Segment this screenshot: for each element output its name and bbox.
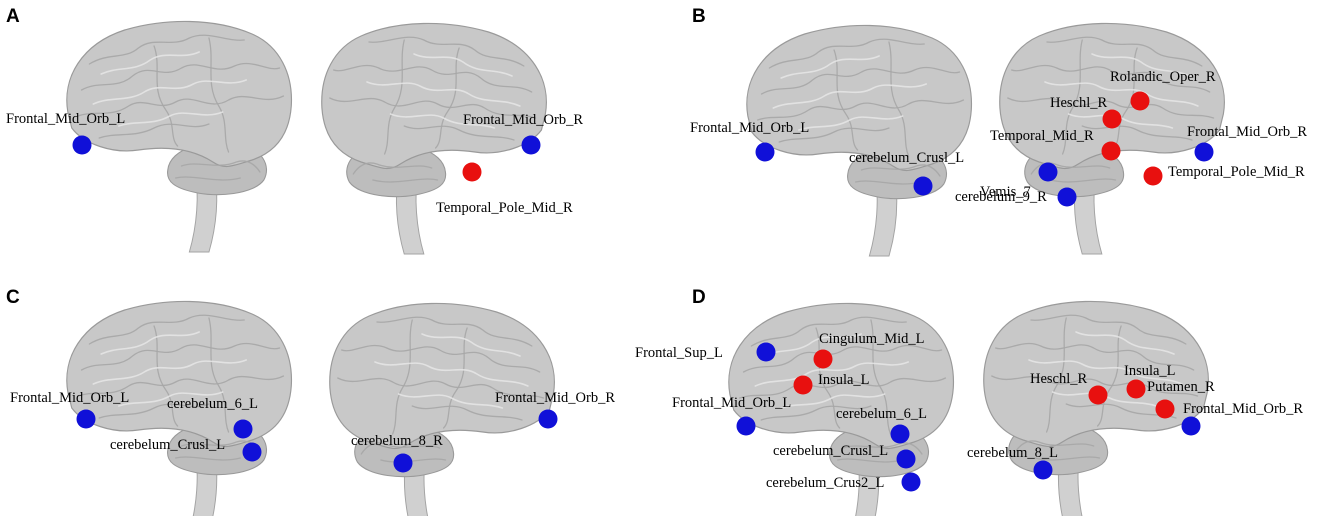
roi-label-cerebelum-6-l: cerebelum_6_L: [836, 406, 927, 422]
roi-label-frontal-mid-orb-r: Frontal_Mid_Orb_R: [1183, 401, 1303, 417]
roi-label-cerebelum-6-l: cerebelum_6_L: [167, 396, 258, 412]
roi-label-putamen-r: Putamen_R: [1147, 379, 1215, 395]
roi-node-heschl-r: [1088, 385, 1108, 405]
roi-node-frontal-mid-orb-l: [755, 142, 775, 162]
roi-node-frontal-mid-orb-l: [736, 416, 756, 436]
brain-a-right-hemisphere: [322, 23, 547, 254]
roi-node-cerebelum-crusl-l: [913, 176, 933, 196]
roi-label-vemis-7: Vemis_7: [980, 184, 1031, 200]
roi-node-heschl-r: [1102, 109, 1122, 129]
roi-label-frontal-mid-orb-r: Frontal_Mid_Orb_R: [463, 112, 583, 128]
roi-label-frontal-sup-l: Frontal_Sup_L: [635, 345, 723, 361]
roi-node-insula-l: [1126, 379, 1146, 399]
roi-label-cerebelum-8-r: cerebelum_8_R: [351, 433, 443, 449]
roi-label-frontal-mid-orb-l: Frontal_Mid_Orb_L: [672, 395, 791, 411]
roi-node-frontal-mid-orb-r: [1194, 142, 1214, 162]
roi-node-cerebelum-crus2-l: [901, 472, 921, 492]
roi-node-frontal-mid-orb-l: [76, 409, 96, 429]
brain-c-right-hemisphere: [330, 303, 555, 516]
roi-label-cingulum-mid-l: Cingulum_Mid_L: [819, 331, 925, 347]
roi-label-cerebelum-crusl-l: cerebelum_Crusl_L: [773, 443, 888, 459]
roi-node-putamen-r: [1155, 399, 1175, 419]
roi-node-rolandic-oper-r: [1130, 91, 1150, 111]
roi-node-cingulum-mid-l: [813, 349, 833, 369]
roi-node-cerebelum-crusl-l: [896, 449, 916, 469]
roi-label-cerebelum-crusl-l: cerebelum_Crusl_L: [849, 150, 964, 166]
roi-node-frontal-mid-orb-r: [538, 409, 558, 429]
roi-node-cerebelum-8-l: [1033, 460, 1053, 480]
roi-label-cerebelum-crus2-l: cerebelum_Crus2_L: [766, 475, 884, 491]
roi-label-frontal-mid-orb-l: Frontal_Mid_Orb_L: [10, 390, 129, 406]
roi-label-frontal-mid-orb-r: Frontal_Mid_Orb_R: [1187, 124, 1307, 140]
panel-letter-c: C: [6, 287, 20, 308]
panel-letter-d: D: [692, 287, 706, 308]
roi-nodes: [72, 91, 1214, 492]
roi-label-heschl-r: Heschl_R: [1030, 371, 1088, 387]
roi-label-heschl-r: Heschl_R: [1050, 95, 1108, 111]
roi-labels: Frontal_Mid_Orb_L Frontal_Mid_Orb_R Tempor…: [6, 69, 1307, 491]
brain-b-left-hemisphere: [746, 24, 973, 257]
roi-label-frontal-mid-orb-l: Frontal_Mid_Orb_L: [6, 111, 125, 127]
roi-label-temporal-pole-mid-r: Temporal_Pole_Mid_R: [1168, 164, 1305, 180]
panel-letter-a: A: [6, 6, 20, 27]
roi-node-vemis-7: [1038, 162, 1058, 182]
panel-letters: A B C D: [6, 6, 706, 308]
roi-node-frontal-mid-orb-r: [1181, 416, 1201, 436]
brain-d-right-hemisphere: [984, 301, 1209, 516]
roi-label-frontal-mid-orb-r: Frontal_Mid_Orb_R: [495, 390, 615, 406]
roi-label-frontal-mid-orb-l: Frontal_Mid_Orb_L: [690, 120, 809, 136]
roi-node-cerebelum-6-l: [233, 419, 253, 439]
roi-node-frontal-sup-l: [756, 342, 776, 362]
roi-label-temporal-mid-r: Temporal_Mid_R: [990, 128, 1094, 144]
roi-node-cerebelum-crusl-l: [242, 442, 262, 462]
roi-label-cerebelum-8-l: cerebelum_8_L: [967, 445, 1058, 461]
roi-node-temporal-mid-r: [1101, 141, 1121, 161]
panel-letter-b: B: [692, 6, 706, 27]
roi-node-frontal-mid-orb-r: [521, 135, 541, 155]
roi-node-temporal-pole-mid-r: [462, 162, 482, 182]
roi-label-cerebelum-crusl-l: cerebelum_Crusl_L: [110, 437, 225, 453]
roi-node-cerebelum-6-l: [890, 424, 910, 444]
roi-label-rolandic-oper-r: Rolandic_Oper_R: [1110, 69, 1216, 85]
roi-node-cerebelum-9-r: [1057, 187, 1077, 207]
roi-label-insula-l: Insula_L: [818, 372, 870, 388]
roi-label-insula-l: Insula_L: [1124, 363, 1176, 379]
roi-node-cerebelum-8-r: [393, 453, 413, 473]
roi-label-temporal-pole-mid-r: Temporal_Pole_Mid_R: [436, 200, 573, 216]
roi-node-insula-l: [793, 375, 813, 395]
brain-a-left-hemisphere: [66, 20, 293, 253]
roi-node-temporal-pole-mid-r: [1143, 166, 1163, 186]
roi-node-frontal-mid-orb-l: [72, 135, 92, 155]
roi-label-cerebelum-9-r: cerebelum_9_R: [955, 189, 1047, 205]
